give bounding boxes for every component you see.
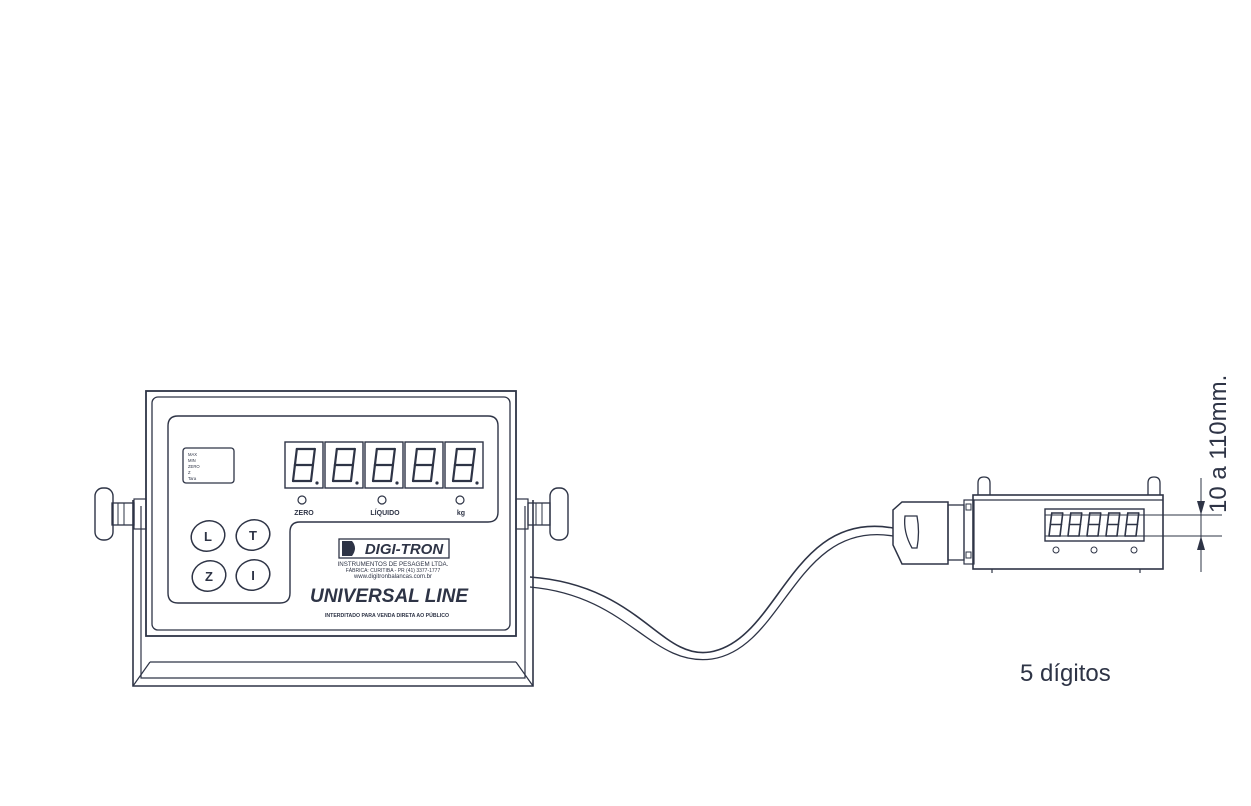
company-line-2: FÁBRICA: CURITIBA - PR (41) 3377-1777 <box>346 567 441 574</box>
remote-digit <box>1124 512 1140 537</box>
left-knob <box>94 487 147 541</box>
display-digit <box>451 447 476 483</box>
digit-cell <box>324 441 364 489</box>
remote-digit-display <box>1048 512 1140 537</box>
display-digit-segment <box>349 463 355 483</box>
display-digit-segment <box>469 463 475 483</box>
model-name: UNIVERSAL LINE <box>310 586 469 607</box>
status-label: MAX <box>188 452 197 457</box>
display-digit-segment <box>429 463 435 483</box>
display-digit-segment <box>451 463 457 483</box>
display-digit-segment <box>331 463 337 483</box>
key-i-label: I <box>251 568 255 583</box>
display-digit-segment <box>311 447 316 467</box>
key-l[interactable]: L <box>187 516 229 556</box>
digit-cell <box>284 441 324 489</box>
display-digit <box>331 447 356 483</box>
indicator-housing <box>145 390 517 637</box>
company-line-1: INSTRUMENTOS DE PESAGEM LTDA. <box>338 561 449 568</box>
key-z[interactable]: Z <box>188 556 230 596</box>
decimal-point <box>355 481 359 485</box>
key-t[interactable]: T <box>232 515 274 555</box>
display-digit-segment <box>413 447 418 467</box>
remote-digit-segment <box>1116 523 1120 537</box>
remote-display-unit <box>972 476 1164 573</box>
display-digit <box>371 447 396 483</box>
cable <box>529 525 894 654</box>
liquid-led-label: LÍQUIDO <box>370 508 400 517</box>
remote-digit <box>1067 512 1083 537</box>
remote-digit-segment <box>1097 523 1101 537</box>
key-l-label: L <box>204 529 212 544</box>
display-digit-segment <box>333 447 338 467</box>
remote-digit <box>1086 512 1102 537</box>
status-label: Tara <box>188 476 197 481</box>
liquid-led <box>377 495 387 505</box>
indicator-stand <box>132 500 534 687</box>
remote-digit <box>1105 512 1121 537</box>
weight-display <box>284 441 484 489</box>
remote-digit-segment <box>1059 523 1063 537</box>
display-digit-segment <box>389 463 395 483</box>
brand-name: DIGI-TRON <box>365 541 444 558</box>
kg-led <box>455 495 465 505</box>
front-panel <box>167 415 499 604</box>
display-digit-segment <box>291 463 297 483</box>
decimal-point <box>395 481 399 485</box>
digit-cell <box>364 441 404 489</box>
remote-digit-segment <box>1078 523 1082 537</box>
key-z-label: Z <box>205 569 213 584</box>
display-digit-segment <box>471 447 476 467</box>
digit-cell <box>444 441 484 489</box>
remote-digit-segment <box>1048 523 1052 537</box>
display-digit-segment <box>293 447 298 467</box>
digit-count-caption: 5 dígitos <box>1020 660 1111 687</box>
display-digit-segment <box>309 463 315 483</box>
remote-digit-segment <box>1086 523 1090 537</box>
remote-digit-segment <box>1135 523 1139 537</box>
kg-led-label: kg <box>457 510 465 517</box>
digit-cell <box>404 441 444 489</box>
zero-led-label: ZERO <box>294 510 314 517</box>
key-i[interactable]: I <box>232 555 274 595</box>
status-label: MIN <box>188 458 196 463</box>
display-digit-segment <box>431 447 436 467</box>
status-label: ZERO <box>188 464 200 469</box>
legal-notice: INTERDITADO PARA VENDA DIRETA AO PÚBLICO <box>325 612 449 619</box>
display-digit <box>291 447 316 483</box>
display-digit-segment <box>411 463 417 483</box>
remote-digit <box>1048 512 1064 537</box>
display-digit-segment <box>373 447 378 467</box>
decimal-point <box>435 481 439 485</box>
remote-digit-segment <box>1124 523 1128 537</box>
display-digit-segment <box>351 447 356 467</box>
status-window <box>182 447 235 484</box>
status-label: Z <box>188 470 191 475</box>
cable-inner-line <box>529 533 894 661</box>
height-dimension <box>1045 478 1222 572</box>
display-digit-segment <box>391 447 396 467</box>
height-label: 10 a 110mm. <box>1205 375 1232 513</box>
decimal-point <box>475 481 479 485</box>
key-t-label: T <box>249 528 257 543</box>
remote-digit-segment <box>1067 523 1071 537</box>
display-digit-segment <box>371 463 377 483</box>
brand-logo: DIGI-TRON <box>338 538 450 559</box>
decimal-point <box>315 481 319 485</box>
display-digit-segment <box>453 447 458 467</box>
display-digit <box>411 447 436 483</box>
cable-connector <box>892 499 975 565</box>
remote-digit-segment <box>1105 523 1109 537</box>
right-knob <box>515 487 569 541</box>
company-website: www.digitronbalancas.com.br <box>353 574 432 580</box>
zero-led <box>297 495 307 505</box>
